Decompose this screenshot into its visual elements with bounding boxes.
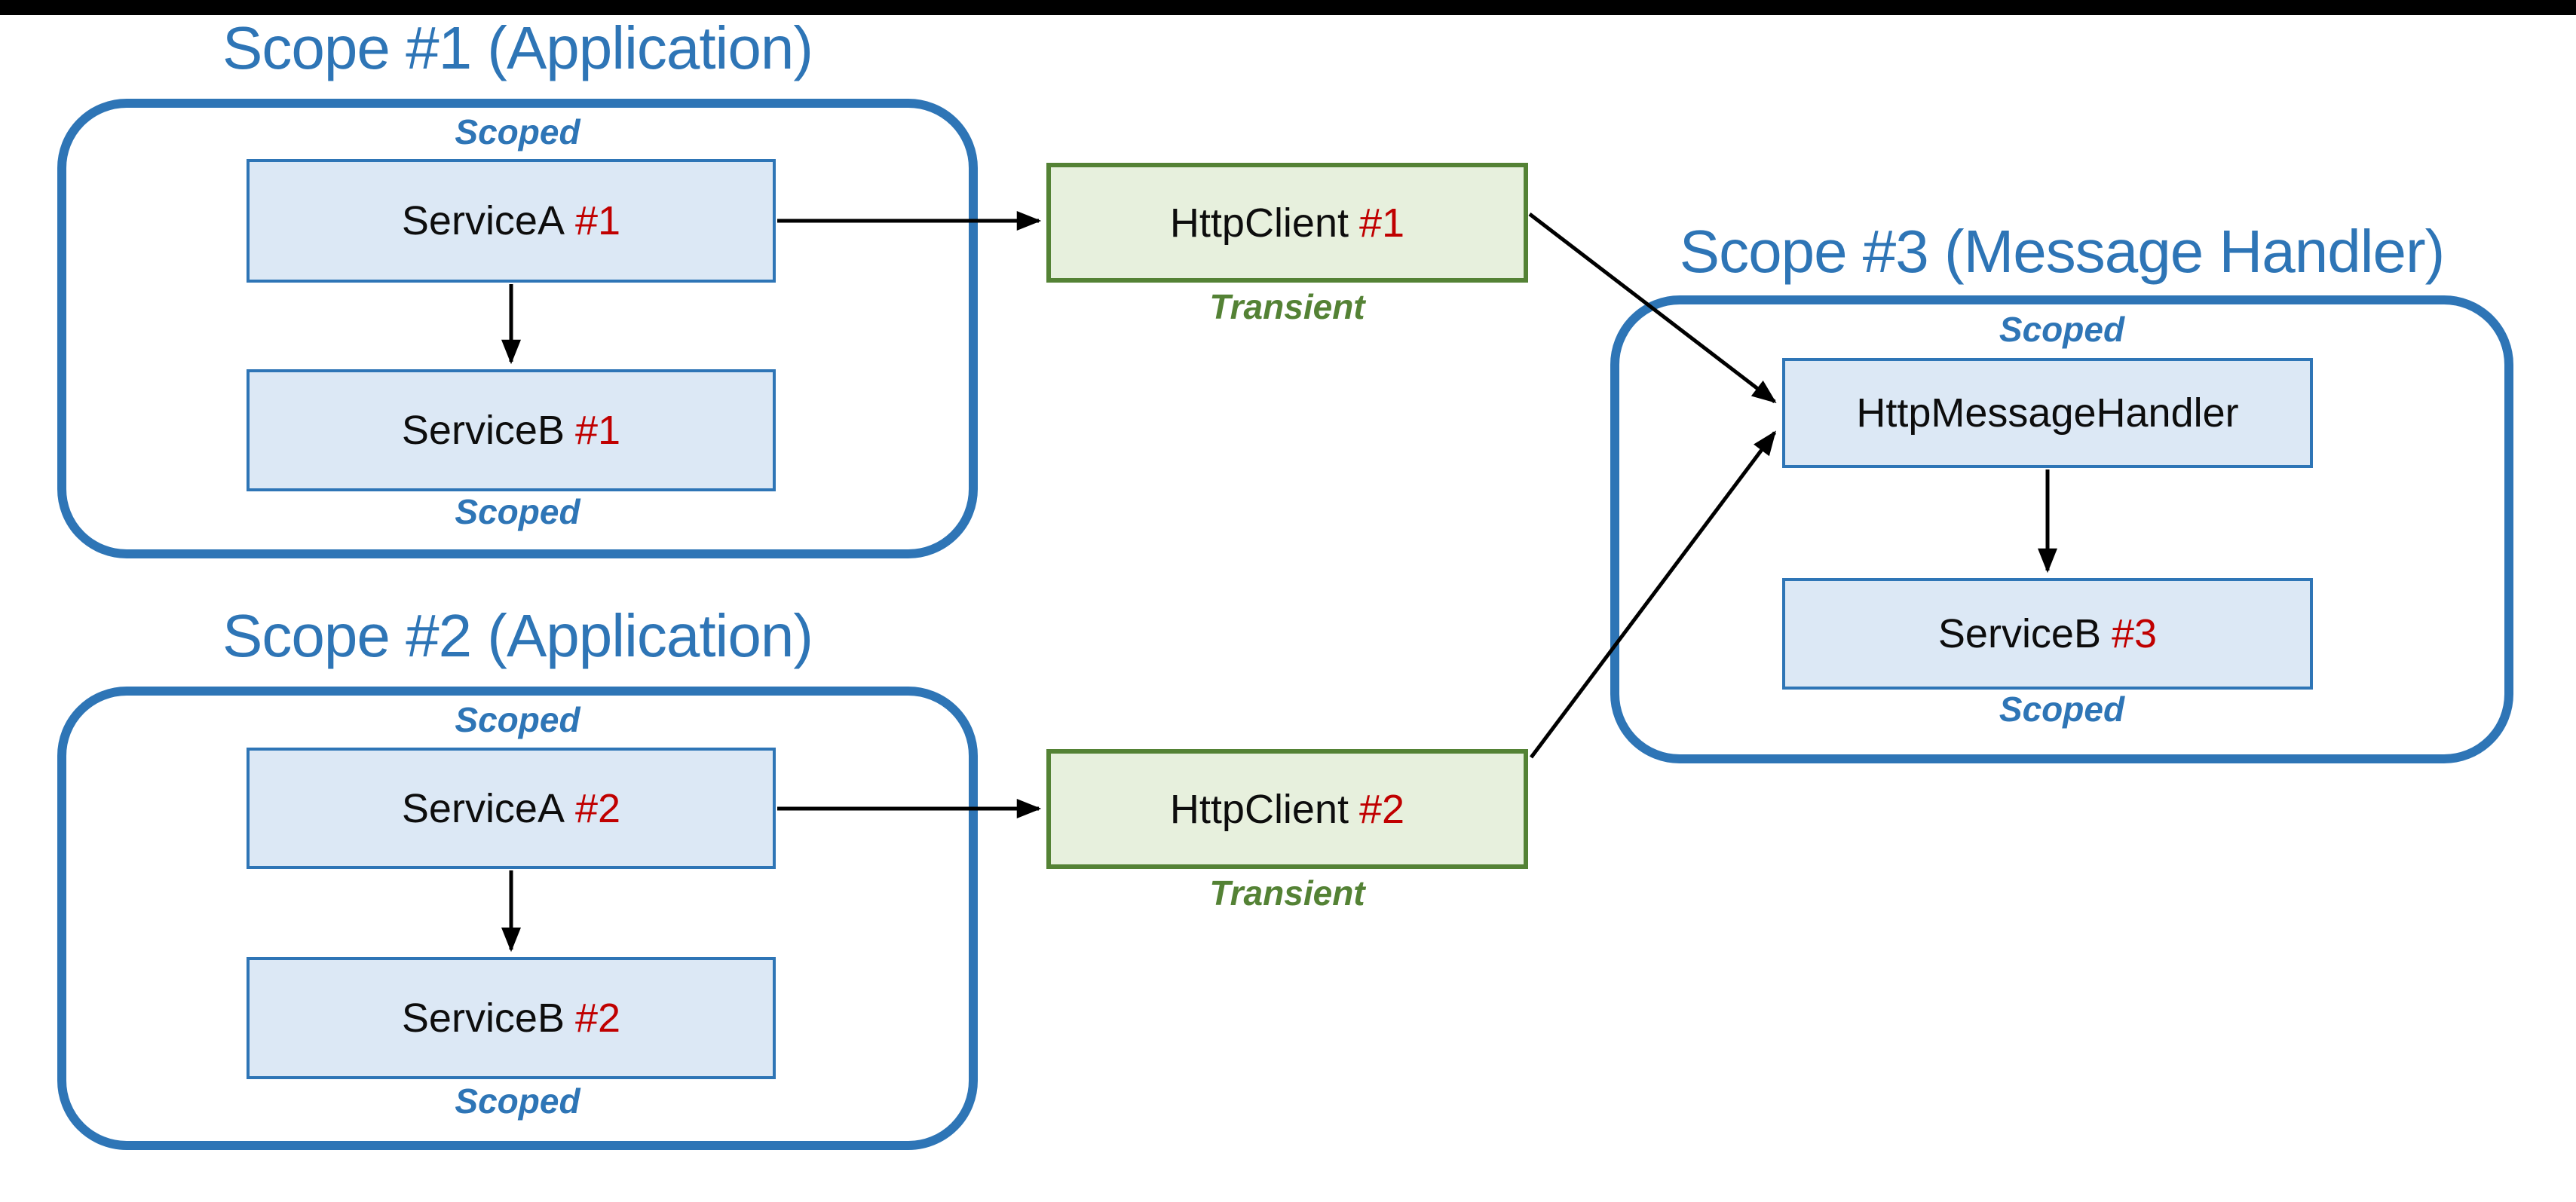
serviceb2-instance: #2 (575, 996, 621, 1041)
httpclient2-label: HttpClient (1169, 786, 1349, 832)
top-letterbox-bar (0, 0, 2576, 15)
serviceb3-label: ServiceB (1937, 611, 2101, 656)
scope3-scoped-label-top: Scoped (1999, 310, 2125, 349)
scope1-scoped-label-top: Scoped (455, 112, 580, 151)
scope3-scoped-label-bottom: Scoped (1999, 690, 2125, 729)
scope2-title: Scope #2 (Application) (222, 602, 813, 669)
servicea1-label: ServiceA (401, 198, 565, 243)
scope3-title: Scope #3 (Message Handler) (1679, 218, 2446, 285)
scope2-scoped-label-top: Scoped (455, 700, 580, 739)
httpclient1-transient-label: Transient (1209, 287, 1365, 326)
scope1-boundary (57, 99, 978, 558)
scope3-boundary (1610, 295, 2513, 763)
scope1-scoped-label-bottom: Scoped (455, 492, 580, 531)
httpmessagehandler-label: HttpMessageHandler (1856, 390, 2239, 436)
httpclient1-instance: #1 (1359, 200, 1405, 246)
serviceb3-instance: #3 (2112, 611, 2158, 656)
httpclient2-transient-label: Transient (1209, 873, 1365, 913)
serviceb1-instance: #1 (575, 408, 621, 453)
node-serviceb2: ServiceB#2 (247, 957, 776, 1079)
node-servicea2: ServiceA#2 (247, 748, 776, 869)
httpclient2-instance: #2 (1359, 786, 1405, 832)
servicea2-label: ServiceA (401, 785, 565, 831)
node-serviceb3: ServiceB#3 (1782, 578, 2313, 690)
servicea2-instance: #2 (575, 785, 621, 831)
httpclient1-label: HttpClient (1169, 200, 1349, 246)
servicea1-instance: #1 (575, 198, 621, 243)
serviceb2-label: ServiceB (401, 996, 565, 1041)
node-httpmessagehandler: HttpMessageHandler (1782, 358, 2313, 468)
scope1-title: Scope #1 (Application) (222, 14, 813, 81)
node-serviceb1: ServiceB#1 (247, 369, 776, 491)
serviceb1-label: ServiceB (401, 408, 565, 453)
scope2-scoped-label-bottom: Scoped (455, 1081, 580, 1121)
node-httpclient2: HttpClient#2 (1046, 749, 1528, 869)
scope2-boundary (57, 687, 978, 1150)
node-httpclient1: HttpClient#1 (1046, 163, 1528, 283)
node-servicea1: ServiceA#1 (247, 159, 776, 283)
